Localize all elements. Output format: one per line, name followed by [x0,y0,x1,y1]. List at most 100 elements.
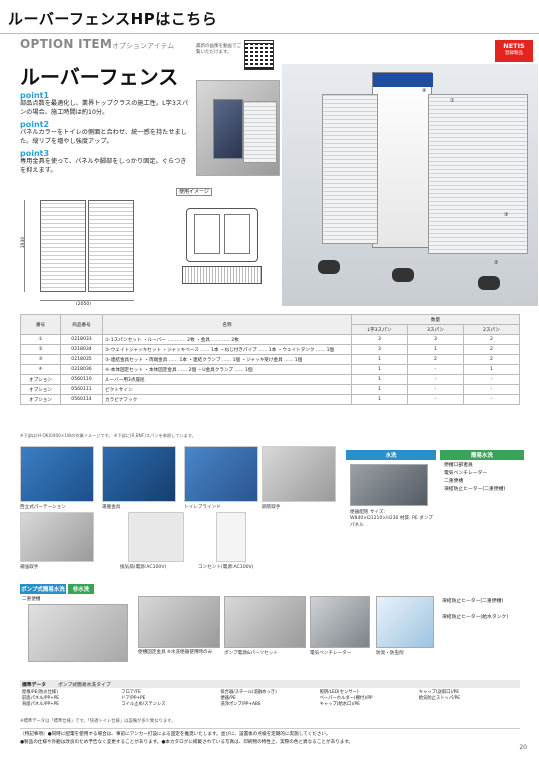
pump-item-caption: 防臭・防虫剤 [376,651,404,656]
table-row: ④ 0218036 ④-本体固定セット ・本体固定金具 …… 2個 ・U金具クラ… [20,364,520,375]
non-flush-tag: 非水洗 [68,584,94,594]
weight-tank-image [318,260,340,274]
cell-qty: 3 [407,334,464,345]
cell-qty: 2 [463,334,520,345]
footer-line2: ●製品の仕様や外観は改良のため予告なく変更することがあります。●本カタログに掲載… [20,739,354,745]
louver-panel-image [243,101,277,163]
callout-3: ③ [504,212,509,218]
cell-name: カラビナフック [102,394,352,405]
top-bar [0,0,539,34]
water-flush-header: 水洗 [346,450,436,460]
spec-cell: 給気防止ストッパ/PE [418,696,460,702]
spec-cell: 洗浄ポンプ/PP+ABS [220,702,261,708]
col-code: 商品番号 [60,314,103,335]
cell-qty: - [463,394,520,405]
ventilator-photo [310,596,370,648]
height-dim-text: 1930 [21,236,27,249]
louver-panel-right [428,94,528,254]
pump-item-caption: 電気ベンチレーター [310,651,352,656]
accessory-caption: コンセント(電源:AC100V) [198,565,254,570]
cell-qty: 1 [351,394,408,405]
cell-qty: 2 [407,354,464,365]
cell-code: 0218035 [60,354,103,365]
ventilation-fan-photo [128,512,184,562]
callout-4: ④ [422,88,427,94]
top-view-frame [186,208,258,262]
table-row: オプション 0560111 ピクトサイン 1 - - [20,384,520,395]
spec-label: 標準データ [22,683,46,688]
width-dim-line [40,300,134,301]
spec-cell: 便器/PE [220,696,236,702]
cell-qty: - [407,364,464,375]
accessory-caption: 運搬金具 [102,505,121,510]
footer-line1: 〈特記事項〉●同時に配電を使用する場合は、事前にアンカー打設による固定を推奨いた… [20,732,331,737]
point3-text: 専用金具を使って、パネルや脚部をしっかり固定。ぐらつきを抑えます。 [20,157,187,174]
callout-2: ② [494,260,499,266]
cell-no: オプション [20,394,61,405]
spec-data: 標準データ ポンプ式簡易水洗タイプ 屋根/PE(防炎仕様) フロア/FE 排合器… [20,680,520,716]
steel-handle-photo [262,446,336,502]
point3-heading: point3 [20,148,50,158]
simple-item: 二重便槽 [444,479,464,485]
netis-main: NETIS [503,42,525,50]
pump-section: ポンプ式簡易水洗 非水洗 二重便槽 便槽固定金具 ※水洗便器使用時のみ ポンプ電… [20,584,520,678]
cell-name: ③-連結金具セット ・両端金具 …… 1本 ・連結クランプ …… 1個 ・ジャッ… [102,354,352,365]
spec-cell: ドア/PP+PE [121,696,146,702]
point1-text: 部品点数を最適化し、業界トップクラスの施工性。L字3スパンの場合、施工時間は約1… [20,100,189,116]
page-number: 20 [519,744,527,751]
spec-cell: 屋根/PE(防炎仕様) [22,690,58,695]
cell-name: ④-本体固定セット ・本体固定金具 …… 2個 ・U金具クランプ …… 1個 [102,364,352,375]
cell-qty: 2 [463,344,520,355]
spec-cell: フロア/FE [121,690,141,695]
pump-right-item: 凍結防止ヒーター(給水タンク) [442,615,509,621]
col-name: 名称 [102,314,352,335]
drawing-panel-left [40,200,86,292]
table-note: ※下部は(H-OK)0400×1Wの作業イメージです。 ※下部に(R,BNF)ス… [20,433,196,438]
outlet-photo [216,512,246,562]
accessories-grid: 西立式パーテーション 運搬金具 トイレブラインド 鋼管取手 補強取手 換気扇(電… [20,446,340,570]
cell-no: オプション [20,384,61,395]
cell-no: ④ [20,364,61,375]
netis-badge: NETIS 登録製品 [495,40,533,62]
height-dim-line [24,200,25,292]
col-2span: 2スパン [463,324,520,335]
pump-right-item: 凍結防止ヒーター(二重便槽) [442,599,504,604]
pump-tag: ポンプ式簡易水洗 [20,584,66,594]
table-row: オプション 0560114 カラビナフック 1 - - [20,394,520,405]
cell-qty: 1 [351,354,408,365]
spec-cell: 照明/LED(センサー) [319,690,359,695]
water-caption: 便器配管 サイズ: W840×D1210×H230 材質: PE ダンプパネル [350,510,433,528]
cell-qty: - [463,384,520,395]
qr-code-icon[interactable] [244,40,274,70]
option-item-label: OPTION ITEM [20,37,113,51]
cell-code: 0560110 [60,374,103,385]
weight-tank-image [478,276,500,290]
simple-item: 便槽口部者員 [444,463,473,468]
drawing-panel-right [88,200,134,292]
usage-label-text: 使用イメージ [176,188,212,196]
louver-panel-left [322,94,378,244]
cell-qty: - [463,374,520,385]
cell-qty: 1 [351,374,408,385]
toilet-body-image [372,72,433,248]
cell-code: 0218034 [60,344,103,355]
table-row: ③ 0218035 ③-連結金具セット ・両端金具 …… 1本 ・連結クランプ … [20,354,520,365]
toilet-unit-image [213,99,243,159]
spec-cell: ペーパーホルダー(棚付)/PP [319,696,373,702]
top-view-unit-left [194,214,220,254]
cell-qty: 3 [351,334,408,345]
cell-qty: - [407,374,464,385]
toilet-blind-photo [184,446,258,502]
fence-dimension-diagram: 1930 (2050) [20,196,180,308]
col-3span: 3スパン [407,324,464,335]
parts-table: 番号 商品番号 名称 数量 L字3スパン 3スパン 2スパン ① 0218033… [20,314,520,405]
cell-qty: 1 [351,384,408,395]
spec-cell: 背面パネル/PP+PE [22,702,60,708]
cell-no: ② [20,344,61,355]
water-flush-section: 水洗 便器配管 サイズ: W840×D1210×H230 材質: PE ダンプパ… [346,450,436,528]
footer-notes: 〈特記事項〉●同時に配電を使用する場合は、事前にアンカー打設による固定を推奨いた… [20,728,520,747]
usage-top-view [176,202,272,298]
reinforce-handle-photo [20,512,94,562]
cell-code: 0218036 [60,364,103,375]
cell-name: ①-1スパンセット ・ルーバー ………… 2枚 ・金具 ………… 2枚 [102,334,352,345]
